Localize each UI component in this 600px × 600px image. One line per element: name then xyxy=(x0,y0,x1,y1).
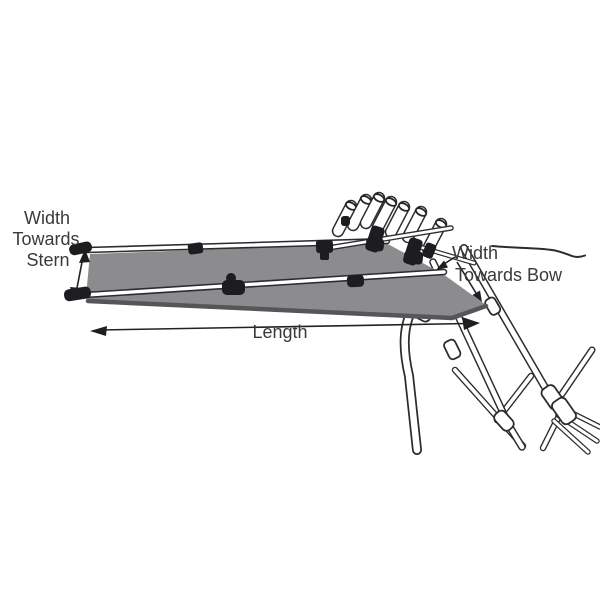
sleeve-fitting xyxy=(443,338,462,361)
label-length: Length xyxy=(252,322,307,342)
elbow-fitting xyxy=(493,409,515,432)
label-width-towards-stern-line1: Width xyxy=(24,208,70,228)
rail-clips xyxy=(187,239,365,295)
bow-tube xyxy=(371,195,398,234)
canvas-clip xyxy=(320,251,329,260)
hull-sheer-line xyxy=(491,245,586,258)
label-width-towards-bow-line2: Towards Bow xyxy=(455,265,563,285)
bundle-hinge-fittings xyxy=(341,216,437,266)
canvas-panel-group xyxy=(85,243,489,321)
label-width-towards-bow-line1: Width xyxy=(452,243,498,263)
canvas-clip xyxy=(346,274,365,288)
sleeve-fitting xyxy=(484,296,502,316)
folded-bows-bundle xyxy=(319,191,477,266)
label-width-towards-stern-line3: Stern xyxy=(26,250,69,270)
diagram-labels: Width Towards Stern Width Towards Bow Le… xyxy=(12,208,563,342)
frame-rails xyxy=(81,237,448,299)
canvas-dark-edge xyxy=(85,298,489,321)
bow-tube xyxy=(384,200,411,239)
label-width-towards-stern-line2: Towards xyxy=(12,229,79,249)
canvas-clip xyxy=(222,280,245,295)
bow-tube xyxy=(359,191,386,230)
end-cap xyxy=(69,241,93,256)
length-arrow xyxy=(90,317,480,336)
boat-hull-outline xyxy=(491,245,586,258)
stern-width-arrow xyxy=(70,249,90,301)
bow-width-arrows xyxy=(436,256,482,302)
canvas-clip xyxy=(187,242,204,255)
measurement-arrows xyxy=(70,249,482,336)
deck-hinge-fitting xyxy=(551,396,577,426)
canvas-clip xyxy=(315,239,334,254)
canvas-top-panel xyxy=(86,243,443,296)
